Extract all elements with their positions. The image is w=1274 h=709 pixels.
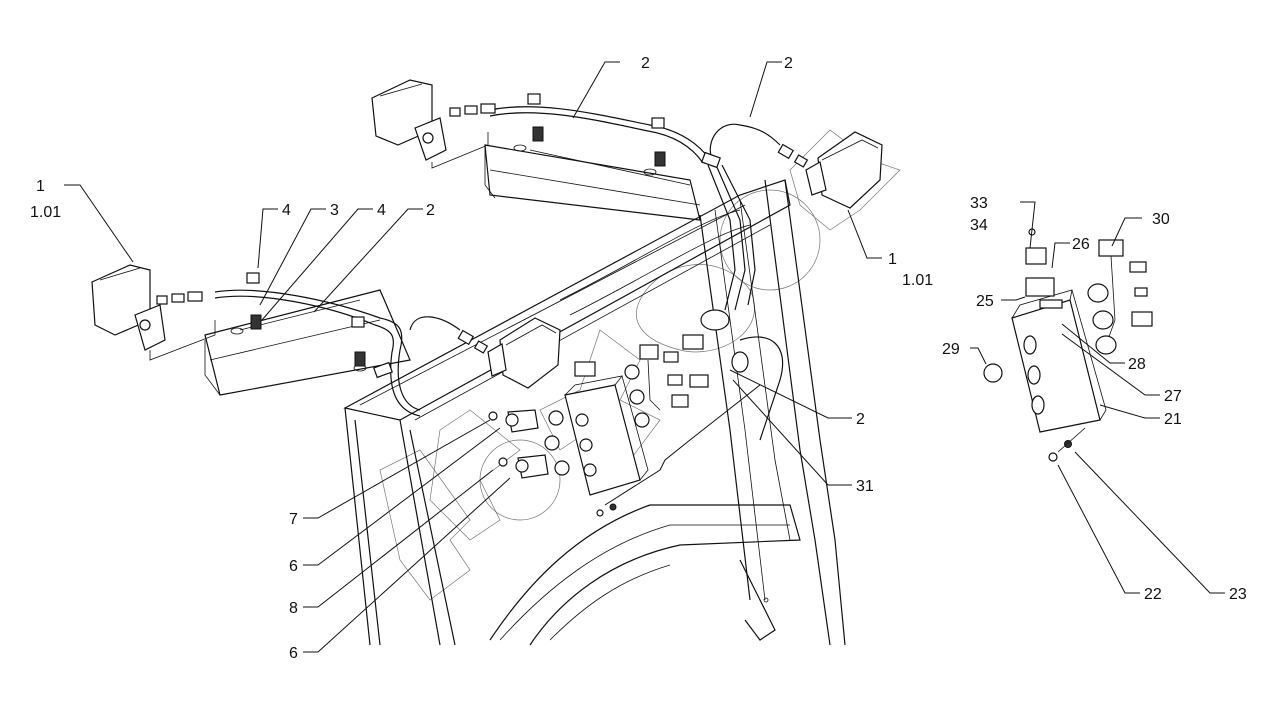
callout-25: 25 [976,293,994,310]
callout-labels: 1 1.01 1 1.01 2 2 2 2 3 4 4 6 6 7 8 21 2… [30,55,1247,662]
work-light-center [487,317,561,389]
watermark [379,129,901,601]
callout-33: 33 [970,195,988,212]
callout-2-right: 2 [856,411,865,428]
callout-28: 28 [1128,356,1146,373]
wiring-harness [156,103,809,441]
callout-31: 31 [856,478,874,495]
callout-4-b: 4 [377,202,386,219]
callout-1-right: 1 [888,251,897,268]
switch-box-detail [983,228,1153,462]
cab-frame [343,179,846,646]
callout-29: 29 [942,341,960,358]
callout-27: 27 [1164,388,1182,405]
harness-clips [246,93,666,367]
callout-2-top-a: 2 [641,55,650,72]
callout-6-a: 6 [289,558,298,575]
callout-8: 8 [289,600,298,617]
callout-1-01-right: 1.01 [902,272,933,289]
callout-22: 22 [1144,586,1162,603]
callout-34: 34 [970,217,988,234]
work-light-top [371,79,489,169]
leader-lines [64,61,1225,653]
callout-26: 26 [1072,236,1090,253]
callout-30: 30 [1152,211,1170,228]
callout-1-left: 1 [36,178,45,195]
callout-1-01-left: 1.01 [30,204,61,221]
callout-2-left: 2 [426,202,435,219]
callout-23: 23 [1229,586,1247,603]
work-light-right [805,131,883,209]
callout-3: 3 [330,202,339,219]
left-mount-bar [204,289,411,396]
callout-6-b: 6 [289,645,298,662]
work-light-left [91,264,216,361]
callout-2-top-b: 2 [784,55,793,72]
callout-4-a: 4 [282,202,291,219]
callout-7: 7 [289,511,298,528]
top-mount-bar [484,144,701,221]
callout-21: 21 [1164,411,1182,428]
switch-box-main [488,344,761,517]
